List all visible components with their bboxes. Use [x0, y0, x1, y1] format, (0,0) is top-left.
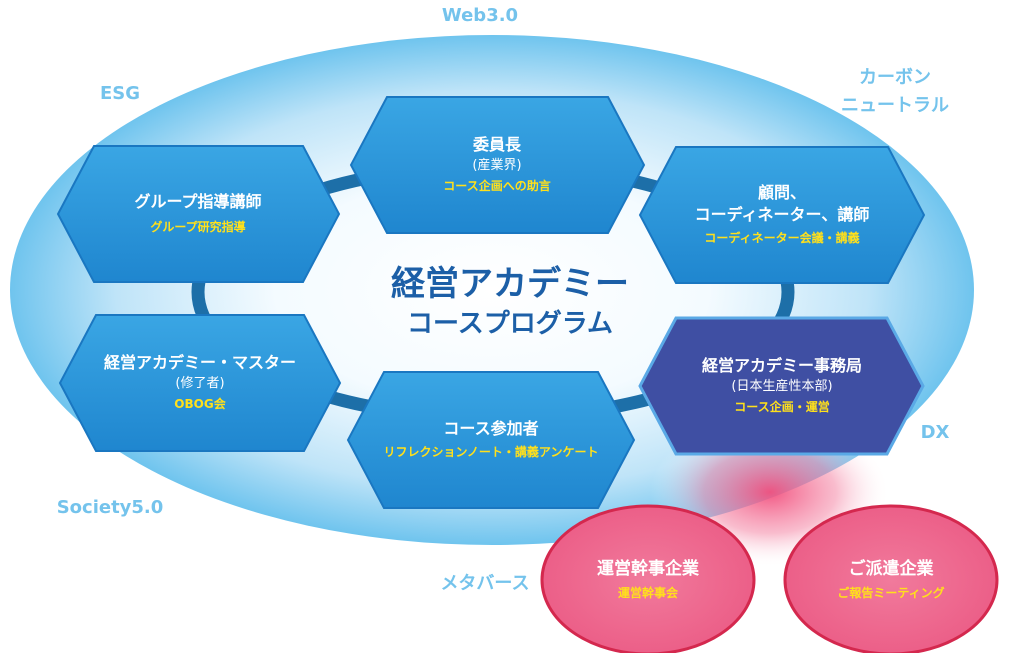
keyword-web3: Web3.0 — [441, 5, 519, 26]
role-sub: リフレクションノート・講義アンケート — [383, 445, 599, 459]
title-main: 経営アカデミー — [391, 264, 629, 304]
hexagon-iincho — [349, 96, 646, 234]
role-sub: グループ研究指導 — [150, 220, 246, 234]
keyword-metaverse: メタバース — [440, 573, 530, 594]
hexagon-komon — [638, 146, 926, 284]
role-sub: OBOG会 — [174, 397, 226, 411]
company-title: 運営幹事企業 — [597, 559, 699, 579]
role-paren: (修了者) — [175, 376, 225, 391]
role-iincho: 委員長 (産業界) コース企画への助言 — [362, 90, 632, 240]
hexagon-sankasha — [346, 371, 636, 509]
role-sub: コース企画への助言 — [443, 179, 551, 193]
company-sub: ご報告ミーティング — [837, 586, 945, 600]
hexagon-group — [56, 145, 341, 283]
role-sub: コーディネーター会議・講義 — [704, 231, 860, 245]
company-title: ご派遣企業 — [848, 559, 934, 579]
role-title-line1: 顧問、 — [757, 183, 806, 202]
center-title: 経営アカデミー コースプログラム — [350, 262, 670, 342]
company-haken: ご派遣企業 ご報告ミーティング — [785, 510, 997, 650]
role-title: 経営アカデミー事務局 — [701, 356, 862, 375]
company-sub: 運営幹事会 — [617, 586, 678, 600]
role-sankasha: コース参加者 リフレクションノート・講義アンケート — [356, 365, 626, 515]
oval-haken — [783, 504, 999, 653]
company-kanji: 運営幹事企業 運営幹事会 — [542, 510, 754, 650]
role-paren: (産業界) — [472, 158, 522, 173]
role-jimukyoku: 経営アカデミー事務局 (日本生産性本部) コース企画・運営 — [647, 311, 917, 461]
keyword-neutral: ニュートラル — [841, 95, 949, 116]
role-title: コース参加者 — [443, 419, 539, 438]
role-title: グループ指導講師 — [134, 192, 262, 211]
title-sub: コースプログラム — [407, 309, 613, 339]
role-paren: (日本生産性本部) — [731, 379, 833, 394]
hexagon-master — [58, 314, 342, 452]
role-komon: 顧問、 コーディネーター、講師 コーディネーター会議・講義 — [647, 140, 917, 290]
keyword-dx: DX — [920, 422, 950, 443]
hexagon-jimukyoku — [638, 316, 925, 456]
keyword-society5: Society5.0 — [56, 497, 164, 518]
oval-kanji — [540, 504, 756, 653]
role-title: 委員長 — [472, 135, 521, 154]
role-master: 経営アカデミー・マスター (修了者) OBOG会 — [65, 308, 335, 458]
role-sub: コース企画・運営 — [734, 400, 830, 414]
role-group: グループ指導講師 グループ研究指導 — [63, 139, 333, 289]
role-title: 経営アカデミー・マスター — [103, 353, 296, 372]
keyword-esg: ESG — [99, 83, 141, 104]
role-title-line2: コーディネーター、講師 — [694, 205, 870, 224]
keyword-carbon: カーボン — [859, 67, 931, 88]
